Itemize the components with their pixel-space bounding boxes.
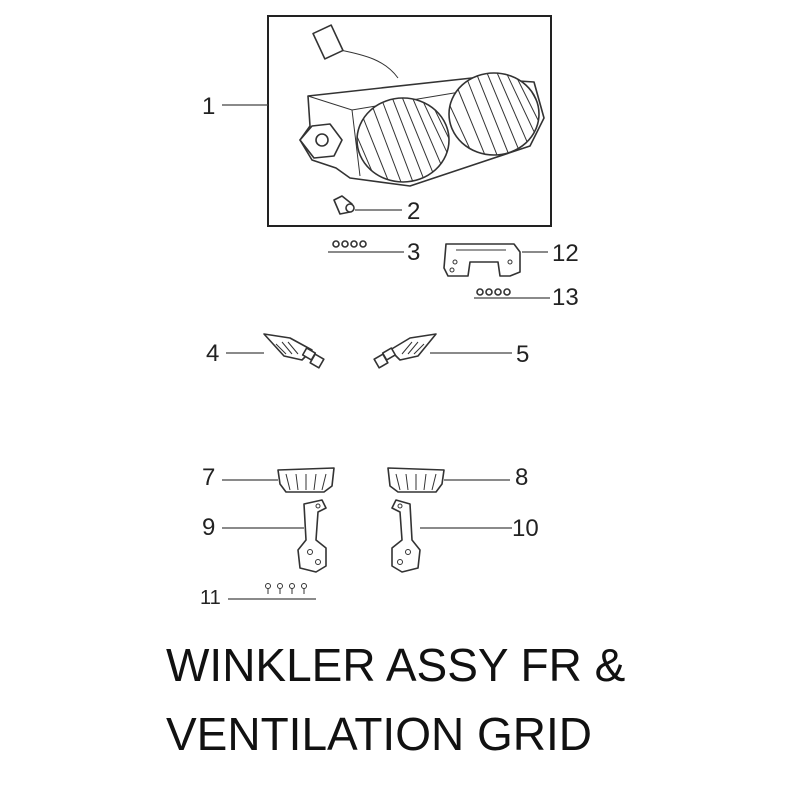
part-7-left-reflector	[277, 467, 335, 493]
part-1-headlight-assembly	[299, 24, 545, 187]
part-9-left-bracket	[297, 499, 327, 573]
part-2-bulb-socket	[333, 195, 355, 215]
part-12-ventilation-grid	[443, 243, 521, 277]
part-5-right-turn-signal	[373, 333, 437, 369]
part-8-right-reflector	[387, 467, 445, 493]
callout-3: 3	[407, 239, 420, 266]
part-4-left-turn-signal	[263, 333, 325, 369]
part-3-nuts	[332, 240, 367, 248]
callout-12: 12	[552, 240, 579, 267]
diagram-title-line-1: WINKLER ASSY FR &	[166, 639, 626, 691]
callout-13: 13	[552, 284, 579, 311]
callout-8: 8	[515, 464, 528, 491]
part-11-screws	[265, 583, 307, 594]
callout-10: 10	[512, 515, 539, 542]
callout-1: 1	[202, 93, 215, 120]
part-1-assembly-frame	[267, 15, 552, 227]
callout-11: 11	[200, 587, 221, 609]
diagram-title-line-2: VENTILATION GRID	[166, 708, 592, 760]
callout-7: 7	[202, 464, 215, 491]
part-13-nuts	[476, 288, 511, 296]
callout-4: 4	[206, 340, 219, 367]
part-10-right-bracket	[391, 499, 421, 573]
callout-5: 5	[516, 341, 529, 368]
callout-2: 2	[407, 198, 420, 225]
callout-9: 9	[202, 514, 215, 541]
